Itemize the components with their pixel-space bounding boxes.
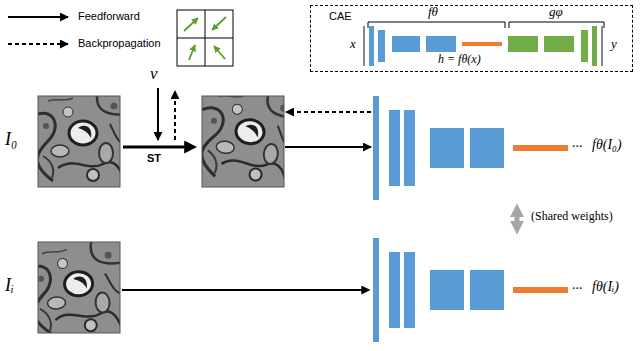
warp-arrows-part	[123, 146, 192, 149]
em-images-part-part	[19, 232, 131, 351]
network-bottom-part	[389, 252, 400, 328]
cae-architecture-part	[592, 26, 597, 66]
feedforward-arrow	[122, 289, 364, 291]
cae-architecture-part	[426, 36, 456, 52]
node-label: I₀	[5, 129, 17, 150]
legend-text: Feedforward	[78, 10, 140, 23]
em-images-part-part	[26, 84, 132, 199]
network-top	[373, 96, 568, 200]
em-images	[19, 77, 304, 351]
ellipsis: ...	[572, 135, 583, 151]
code-label: h = fθ(x)	[438, 53, 481, 67]
vector-field-part	[189, 45, 195, 60]
legend-samples	[8, 17, 68, 44]
input-image: Iᵢ	[38, 242, 120, 333]
encoder-label: fθ	[428, 5, 438, 20]
network-bottom-part	[430, 270, 464, 310]
cae-architecture-part	[544, 36, 574, 52]
warp-arrows-part	[174, 91, 176, 140]
em-images-part	[186, 77, 303, 202]
input-label: x	[350, 37, 356, 52]
network-bottom-part	[513, 287, 568, 293]
node-label: Iᵢ	[5, 275, 14, 296]
network-bottom-part	[373, 238, 379, 342]
decoder-label: gφ	[549, 5, 563, 20]
cae-architecture-part	[378, 30, 385, 62]
network-top-part	[430, 128, 464, 168]
cae-architecture-part	[369, 26, 374, 66]
vector-field-part	[177, 38, 233, 39]
node-label: fθ(I₀)	[592, 137, 622, 153]
network-top-part	[373, 96, 379, 200]
cae-architecture-part	[392, 36, 420, 52]
em-images-part	[38, 242, 120, 333]
cae-architecture-part	[509, 22, 604, 28]
edge-label: (Shared weights)	[531, 210, 613, 224]
vector-field-part	[184, 18, 198, 31]
vector-field-part	[214, 46, 225, 59]
network-top-part	[389, 110, 400, 186]
vector-field-part	[177, 10, 233, 66]
encoder-network: fθ(I₀)	[372, 96, 638, 200]
warp-arrows-part	[285, 146, 371, 148]
cae-architecture	[364, 22, 604, 66]
warp-arrows-part	[157, 88, 159, 140]
network-top-part	[404, 110, 415, 186]
cae-architecture-part	[368, 22, 505, 28]
node-label: fθ(Iᵢ)	[592, 279, 619, 295]
em-images-part	[26, 84, 132, 199]
feedforward-sample	[8, 16, 68, 18]
cae-architecture-part	[363, 26, 365, 66]
vector-field	[177, 10, 233, 66]
network-bottom-part	[470, 270, 504, 310]
output-label: y	[611, 37, 617, 52]
ellipsis: ...	[572, 277, 583, 293]
em-images-part-part	[186, 77, 303, 202]
vector-label: v	[150, 64, 158, 84]
backprop-sample	[8, 43, 68, 45]
shared-weights-arrow	[515, 213, 520, 225]
transform-label: ST	[147, 152, 161, 165]
cae-architecture-part	[581, 30, 588, 62]
network-bottom-part	[404, 252, 415, 328]
warp-arrows-part	[286, 111, 371, 113]
em-images-part	[38, 96, 120, 187]
network-bottom	[373, 238, 568, 342]
legend-text: Backpropagation	[78, 37, 161, 50]
vector-field-part	[212, 17, 226, 30]
input-image: I₀	[38, 96, 120, 187]
network-top-part	[513, 145, 568, 151]
node-label: CAE	[329, 10, 352, 23]
em-images-part	[202, 96, 284, 187]
network-top-part	[470, 128, 504, 168]
cae-architecture-part	[601, 26, 603, 66]
cae-architecture-part	[508, 36, 538, 52]
encoder-network: fθ(Iᵢ)	[372, 238, 638, 342]
em-images-part	[19, 232, 131, 351]
cae-architecture-part	[462, 42, 502, 46]
